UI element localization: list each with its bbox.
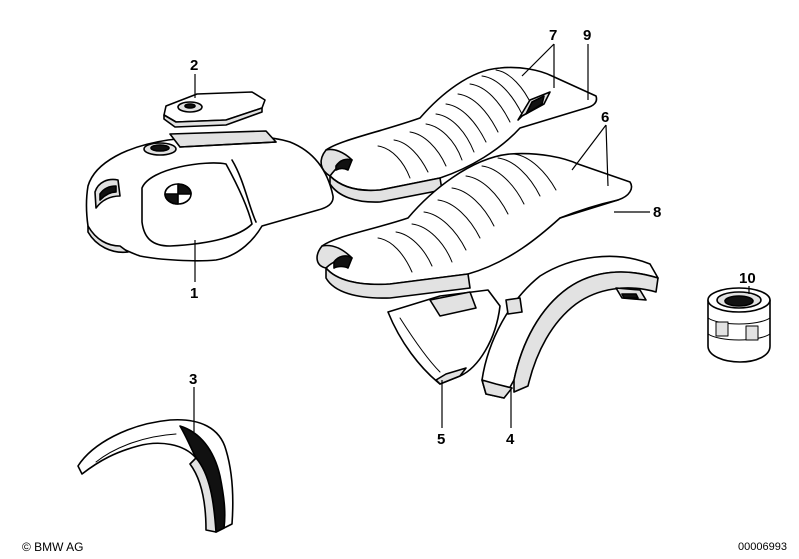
part-10-grommet[interactable] [707, 287, 771, 363]
part-3-front-mudguard[interactable] [77, 418, 234, 533]
callout-labels: 1 2 3 4 5 6 7 8 9 10 [189, 27, 756, 448]
callout-10: 10 [739, 270, 756, 287]
part-4-rear-mudguard[interactable] [481, 255, 659, 399]
callout-2: 2 [190, 57, 198, 74]
part-6-lower-seat[interactable] [316, 152, 633, 299]
callout-8: 8 [653, 204, 661, 221]
part-2-cap-cover[interactable] [163, 91, 266, 128]
document-number: 00006993 [738, 541, 787, 553]
leader-6a [571, 124, 607, 171]
leader-6b [605, 124, 609, 187]
callout-1: 1 [190, 285, 198, 302]
callout-5: 5 [437, 431, 445, 448]
copyright-text: © BMW AG [22, 540, 84, 554]
callout-4: 4 [506, 431, 515, 448]
callout-6: 6 [601, 109, 609, 126]
callout-9: 9 [583, 27, 591, 44]
leader-lines [193, 43, 750, 432]
callout-3: 3 [189, 371, 197, 388]
part-7-upper-seat[interactable] [320, 66, 598, 203]
callout-7: 7 [549, 27, 557, 44]
leader-7a [521, 43, 555, 77]
part-1-fuel-tank[interactable] [85, 130, 334, 262]
part-5-side-cover[interactable] [387, 289, 501, 385]
